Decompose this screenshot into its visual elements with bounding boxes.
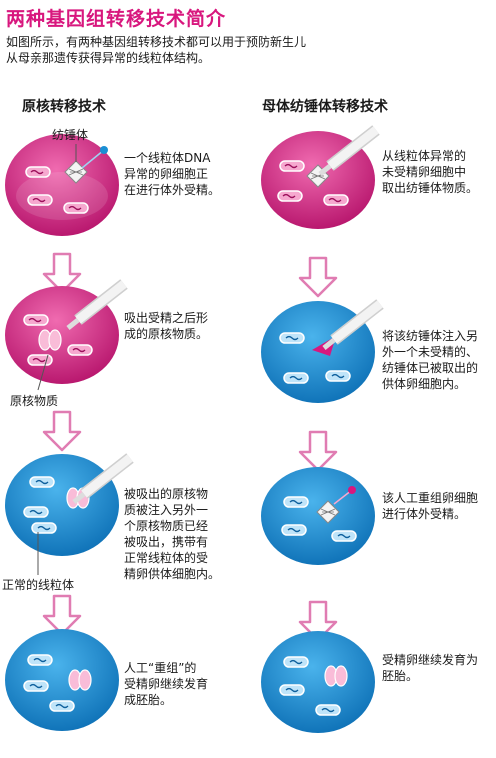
- right-arrow-1: [298, 256, 338, 298]
- right-step-4-note: 受精卵继续发育为 胚胎。: [382, 652, 478, 684]
- left-dish-3: [5, 454, 130, 575]
- left-dish-2: [5, 284, 124, 391]
- note-line: 一个线粒体DNA: [124, 151, 211, 165]
- right-dish-1: [261, 130, 376, 229]
- note-line: 取出纺锤体物质。: [382, 181, 479, 195]
- note-line: 将该纺锤体注入另: [382, 329, 479, 343]
- note-line: 被吸出的原核物: [124, 487, 209, 501]
- note-line: 胚胎。: [382, 669, 419, 683]
- right-step-2-note: 将该纺锤体注入另 外一个未受精的、 纺锤体已被取出的 供体卵细胞内。: [382, 328, 478, 392]
- left-dish-4: [5, 629, 119, 731]
- right-arrow-2: [298, 430, 338, 472]
- right-column-heading: 母体纺锤体转移技术: [262, 99, 388, 115]
- note-line: 外一个未受精的、: [382, 345, 479, 359]
- note-line: 人工“重组”的: [124, 661, 197, 675]
- page-title: 两种基因组转移技术简介: [6, 8, 227, 30]
- pronucleus-label: 原核物质: [10, 394, 59, 408]
- note-line: 进行体外受精。: [382, 507, 467, 521]
- right-dish-3: [261, 467, 375, 565]
- note-line: 个原核物质已经: [124, 519, 209, 533]
- note-line: 该人工重组卵细胞: [382, 491, 479, 505]
- note-line: 受精卵继续发育为: [382, 653, 479, 667]
- note-line: 成胚胎。: [124, 693, 173, 707]
- note-line: 正常线粒体的受: [124, 551, 209, 565]
- note-line: 受精卵继续发育: [124, 677, 209, 691]
- left-step-2-note: 吸出受精之后形 成的原核物质。: [124, 310, 208, 342]
- left-step-4-note: 人工“重组”的 受精卵继续发育 成胚胎。: [124, 660, 208, 708]
- left-arrow-2: [42, 410, 82, 452]
- normal-mito-label: 正常的线粒体: [2, 578, 75, 592]
- note-line: 吸出受精之后形: [124, 311, 209, 325]
- note-line: 质被注入另外一: [124, 503, 209, 517]
- right-step-1-note: 从线粒体异常的 未受精卵细胞中 取出纺锤体物质。: [382, 148, 478, 196]
- left-arrow-3: [42, 594, 82, 636]
- intro-line-1: 如图所示，有两种基因组转移技术都可以用于预防新生儿: [6, 35, 307, 49]
- note-line: 未受精卵细胞中: [382, 165, 467, 179]
- intro-text: 如图所示，有两种基因组转移技术都可以用于预防新生儿 从母亲那遗传获得异常的线粒体…: [6, 34, 476, 66]
- right-dish-2: [261, 301, 380, 403]
- note-line: 被吸出，携带有: [124, 535, 209, 549]
- right-step-3-note: 该人工重组卵细胞 进行体外受精。: [382, 490, 478, 522]
- left-dish-1: [5, 134, 119, 236]
- intro-line-2: 从母亲那遗传获得异常的线粒体结构。: [6, 51, 211, 65]
- note-line: 异常的卵细胞正: [124, 167, 209, 181]
- note-line: 在进行体外受精。: [124, 183, 221, 197]
- right-dish-4: [261, 631, 375, 733]
- left-step-3-note: 被吸出的原核物 质被注入另外一 个原核物质已经 被吸出，携带有 正常线粒体的受 …: [124, 486, 220, 582]
- note-line: 成的原核物质。: [124, 327, 209, 341]
- note-line: 从线粒体异常的: [382, 149, 467, 163]
- note-line: 供体卵细胞内。: [382, 377, 467, 391]
- spindle-label: 纺锤体: [52, 128, 89, 142]
- left-column-heading: 原核转移技术: [22, 99, 106, 115]
- note-line: 精卵供体细胞内。: [124, 567, 221, 581]
- note-line: 纺锤体已被取出的: [382, 361, 479, 375]
- left-step-1-note: 一个线粒体DNA 异常的卵细胞正 在进行体外受精。: [124, 150, 220, 198]
